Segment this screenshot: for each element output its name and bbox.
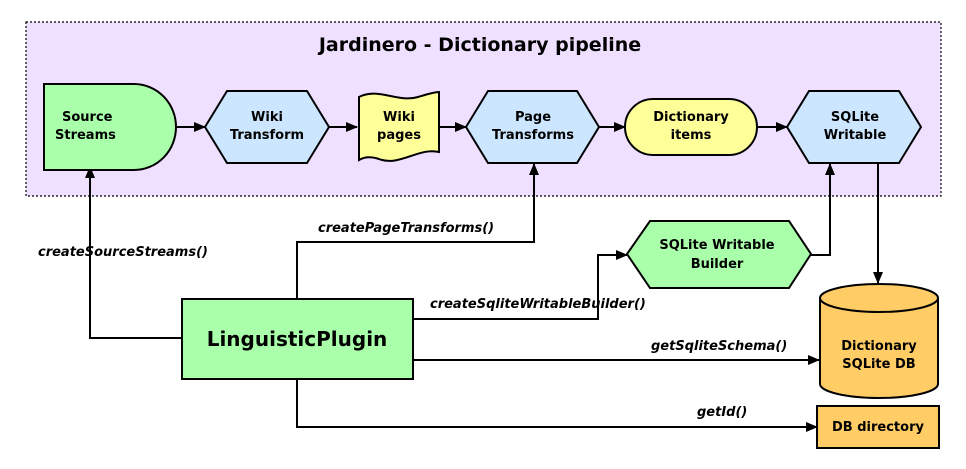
node-source-streams: Source Streams xyxy=(43,83,177,171)
node-db-directory: DB directory xyxy=(816,405,940,449)
node-wiki-pages: Wiki pages xyxy=(358,90,440,162)
svg-text:Transform: Transform xyxy=(230,128,304,143)
svg-text:Wiki: Wiki xyxy=(383,110,415,125)
label-create-sqlite-writable-builder: createSqliteWritableBuilder() xyxy=(430,297,646,312)
svg-text:Streams: Streams xyxy=(55,128,116,143)
edge-builder-to-sqlite-writable xyxy=(811,163,835,256)
edge-create-sqlite-writable-builder xyxy=(413,250,628,320)
svg-text:Dictionary: Dictionary xyxy=(653,110,729,125)
svg-text:SQLite DB: SQLite DB xyxy=(842,357,915,372)
node-dictionary-sqlite-db: Dictionary SQLite DB xyxy=(819,283,939,399)
node-linguistic-plugin: LinguisticPlugin xyxy=(181,298,414,380)
svg-text:LinguisticPlugin: LinguisticPlugin xyxy=(207,327,388,351)
edge-create-source-streams xyxy=(85,166,182,339)
svg-text:Wiki: Wiki xyxy=(251,110,283,125)
node-wiki-transform: Wiki Transform xyxy=(203,90,331,164)
svg-text:Writable: Writable xyxy=(824,128,887,143)
svg-text:SQLite: SQLite xyxy=(831,110,879,125)
node-dictionary-items: Dictionary items xyxy=(624,98,758,156)
svg-text:Dictionary: Dictionary xyxy=(841,339,917,354)
svg-text:items: items xyxy=(671,128,712,143)
edge-create-page-transforms xyxy=(296,163,539,299)
svg-text:Transforms: Transforms xyxy=(492,128,574,143)
svg-text:Builder: Builder xyxy=(691,257,744,272)
svg-text:Page: Page xyxy=(515,110,551,125)
node-page-transforms: Page Transforms xyxy=(464,90,601,164)
svg-text:SQLite Writable: SQLite Writable xyxy=(659,238,774,253)
svg-text:DB directory: DB directory xyxy=(832,420,924,435)
svg-text:pages: pages xyxy=(377,128,421,143)
node-sqlite-writable: SQLite Writable xyxy=(785,90,923,164)
label-get-id: getId() xyxy=(697,405,747,420)
label-get-sqlite-schema: getSqliteSchema() xyxy=(651,339,787,354)
label-create-page-transforms: createPageTransforms() xyxy=(318,221,494,236)
edges xyxy=(85,122,883,432)
edge-get-id xyxy=(296,379,818,432)
diagram-title: Jardinero - Dictionary pipeline xyxy=(317,34,641,56)
svg-text:Source: Source xyxy=(62,110,113,125)
node-sqlite-writable-builder: SQLite Writable Builder xyxy=(625,220,813,289)
label-create-source-streams: createSourceStreams() xyxy=(38,245,208,260)
